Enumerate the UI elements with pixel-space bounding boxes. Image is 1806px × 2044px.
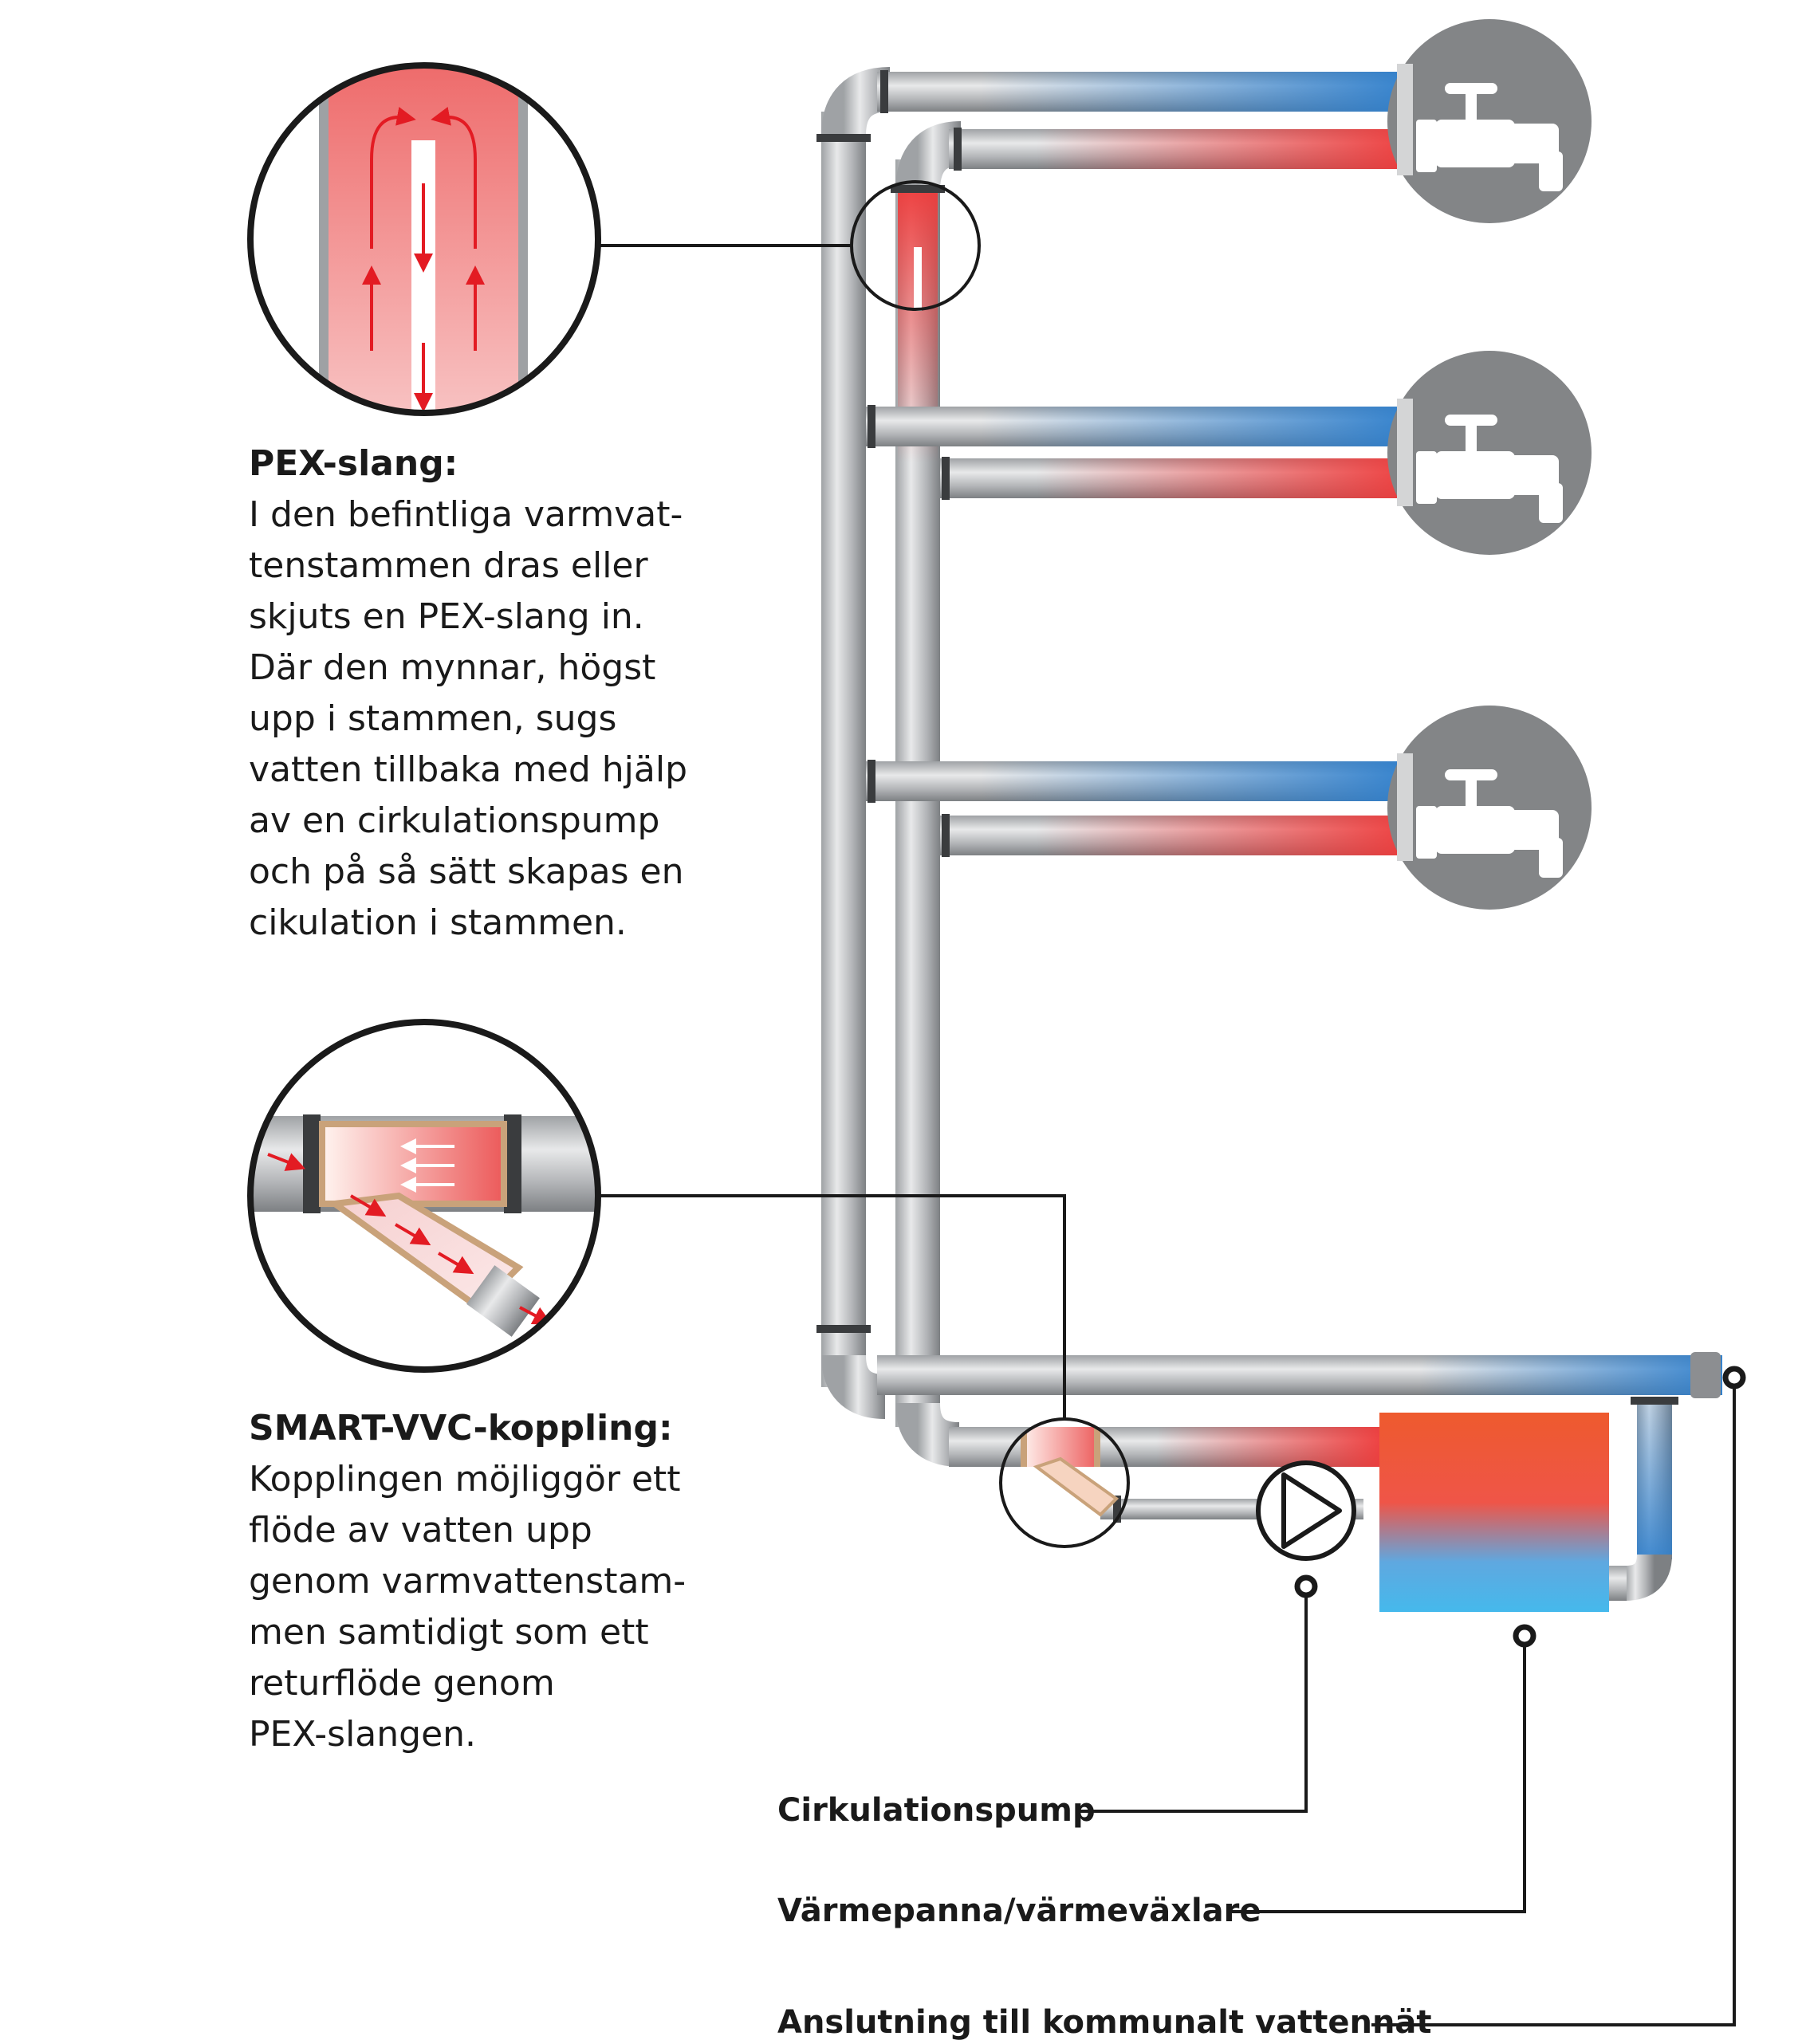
tap-middle bbox=[1387, 351, 1592, 555]
connection-rings bbox=[1294, 1366, 1746, 1648]
legend-boiler: Värmepanna/värmeväxlare bbox=[777, 1893, 1261, 1929]
pump-icon bbox=[1281, 1472, 1342, 1549]
pex-line: tenstammen dras eller bbox=[249, 545, 648, 586]
flow-arrows bbox=[362, 107, 485, 412]
legend-pump: Cirkulationspump bbox=[777, 1792, 1096, 1829]
pex-line: I den befintliga varmvat- bbox=[249, 494, 683, 535]
vvc-zoom bbox=[247, 1019, 601, 1373]
pump-ring bbox=[1294, 1574, 1318, 1598]
vvc-title: SMART-VVC-koppling: bbox=[249, 1408, 673, 1448]
branch-pipes bbox=[866, 72, 1403, 855]
flow-arrows-red bbox=[267, 1153, 553, 1325]
pex-description: PEX-slang: I den befintliga varmvat- ten… bbox=[249, 438, 687, 949]
tap-lower bbox=[1387, 706, 1592, 910]
faucet-icon bbox=[1416, 769, 1563, 878]
pex-zoom bbox=[247, 62, 601, 416]
pex-title: PEX-slang: bbox=[249, 443, 458, 484]
legend-connection: Anslutning till kommunalt vattennät bbox=[777, 2004, 1432, 2041]
boiler bbox=[1379, 1413, 1609, 1612]
circulation-pump bbox=[1256, 1460, 1356, 1561]
cold-riser bbox=[821, 112, 866, 1387]
pex-line: och på så sätt skapas en bbox=[249, 851, 684, 892]
pex-line: cikulation i stammen. bbox=[249, 902, 627, 943]
faucet-icon bbox=[1416, 415, 1563, 523]
vvc-line: genom varmvattenstam- bbox=[249, 1561, 687, 1602]
pex-line: av en cirkulationspump bbox=[249, 800, 660, 841]
vvc-description: SMART-VVC-koppling: Kopplingen möjliggör… bbox=[249, 1403, 686, 1760]
pex-line: upp i stammen, sugs bbox=[249, 698, 617, 739]
vvc-line: returflöde genom bbox=[249, 1663, 555, 1704]
vvc-line: flöde av vatten upp bbox=[249, 1510, 592, 1551]
vvc-line: Kopplingen möjliggör ett bbox=[249, 1459, 681, 1500]
connection-ring bbox=[1722, 1366, 1746, 1390]
pex-line: vatten tillbaka med hjälp bbox=[249, 749, 687, 790]
smart-vvc-coupling-small bbox=[1021, 1427, 1119, 1517]
vvc-line: men samtidigt som ett bbox=[249, 1612, 649, 1653]
pex-hose bbox=[914, 247, 922, 311]
faucet-icon bbox=[1416, 83, 1563, 191]
boiler-ring bbox=[1513, 1624, 1536, 1648]
pex-line: skjuts en PEX-slang in. bbox=[249, 596, 644, 637]
vvc-line: PEX-slangen. bbox=[249, 1714, 477, 1755]
tap-top bbox=[1387, 19, 1592, 223]
pex-line: Där den mynnar, högst bbox=[249, 647, 656, 688]
vvc-leader-line bbox=[598, 1194, 1066, 1419]
meter-fitting bbox=[1690, 1352, 1721, 1398]
flow-arrows-white bbox=[400, 1138, 454, 1193]
legend-connectors bbox=[1076, 1387, 1736, 2026]
